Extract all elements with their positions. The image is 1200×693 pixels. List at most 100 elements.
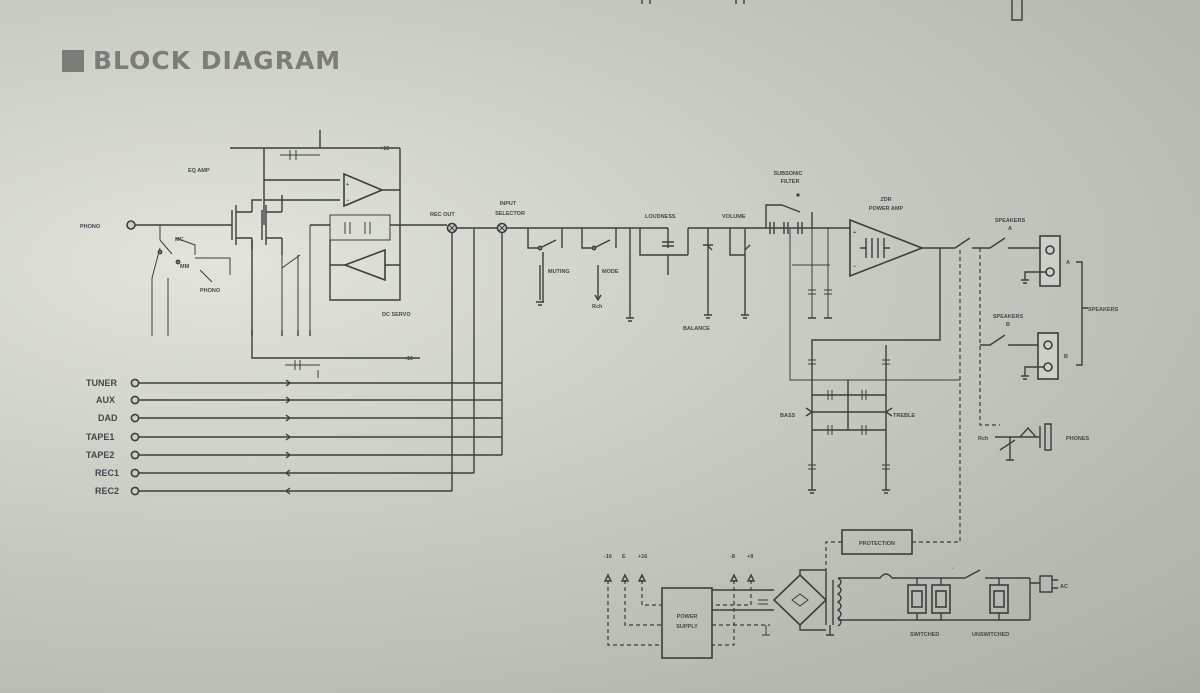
loudness-control: LOUDNESS	[639, 214, 689, 275]
speakers-a-label-1: SPEAKERS	[995, 218, 1026, 224]
power-switch-marker: ·	[952, 566, 954, 572]
switched-outlet-1	[907, 584, 927, 614]
dc-servo-label: DC SERVO	[382, 312, 411, 318]
speakers-a-label-2: A	[1008, 226, 1012, 232]
phono-input-jack	[126, 220, 136, 230]
speakers-b-label-2: B	[1006, 322, 1010, 328]
tuner-jack	[130, 378, 140, 388]
tape1-jack	[130, 432, 140, 442]
eq-amp-triangle	[343, 172, 385, 208]
rail-label-e: E	[622, 554, 626, 560]
protection-label: PROTECTION	[859, 541, 895, 547]
rec2-jack	[130, 486, 140, 496]
unswitched-label: UNSWITCHED	[972, 632, 1009, 638]
svg-text:−: −	[346, 198, 349, 204]
input-tape2: TAPE2	[86, 450, 502, 460]
input-aux: AUX	[96, 395, 502, 405]
switched-label: SWITCHED	[910, 632, 939, 638]
power-transformer	[825, 577, 842, 636]
phones-label: PHONES	[1066, 436, 1090, 442]
rec-out-label: REC OUT	[430, 212, 455, 218]
bridge-rectifier	[772, 573, 828, 627]
mode-label: MODE	[602, 269, 619, 275]
power-supply-box	[661, 587, 713, 659]
page-header: BLOCK DIAGRAM	[62, 46, 341, 75]
tone-control: BASS TREBLE	[780, 345, 915, 494]
svg-text:REC1: REC1	[95, 468, 119, 478]
power-amp-label-1: ZDR	[880, 197, 891, 203]
input-dad: DAD	[98, 413, 502, 423]
ac-plug-icon	[1029, 575, 1058, 620]
input-rec1: REC1	[95, 468, 474, 478]
input-lines: TUNER AUX DAD TAPE1 TAPE2	[86, 229, 503, 496]
svg-text:TUNER: TUNER	[86, 378, 117, 388]
balance-label: BALANCE	[683, 326, 710, 332]
svg-text:+: +	[853, 230, 856, 236]
rail-label-minus16: -16	[604, 554, 612, 560]
svg-text:+: +	[346, 182, 349, 188]
svg-text:TAPE1: TAPE1	[86, 432, 114, 442]
subsonic-filter: SUBSONIC FILTER	[765, 171, 960, 381]
svg-text:TAPE2: TAPE2	[86, 450, 114, 460]
subsonic-label-2: FILTER	[781, 179, 800, 185]
tape2-jack	[130, 450, 140, 460]
speakers-b-label-1: SPEAKERS	[993, 314, 1024, 320]
mode-switch: MODE Rch	[581, 228, 634, 322]
volume-label: VOLUME	[722, 214, 746, 220]
input-rec2: REC2	[95, 486, 452, 496]
outputs-section: SPEAKERS A A SPEAKERS B B SPEAKERS Rch P…	[954, 218, 1119, 461]
muting-label: MUTING	[548, 269, 570, 275]
rail-label-plus16: +16	[638, 554, 647, 560]
rch-label-phones: Rch	[978, 436, 989, 442]
unswitched-outlet	[989, 584, 1009, 614]
top-edge-fragments	[641, 0, 1023, 21]
speaker-b-terminal	[1037, 332, 1059, 380]
treble-label: TREBLE	[893, 413, 915, 419]
speaker-a-terminal	[1039, 235, 1061, 287]
rec1-jack	[130, 468, 140, 478]
power-section: PROTECTION POWER SUPPLY -16 E +16 -8 +8 …	[603, 250, 1068, 659]
phono-switch-label: PHONO	[200, 288, 221, 294]
power-supply-label-1: POWER	[677, 614, 698, 620]
minus-rail-label: -16	[405, 356, 413, 362]
power-amp-triangle	[849, 218, 925, 278]
input-tuner: TUNER	[86, 378, 502, 388]
speaker-b-tag: B	[1064, 354, 1068, 360]
input-selector-label-1: INPUT	[500, 201, 517, 207]
subsonic-label-1: SUBSONIC	[773, 171, 802, 177]
rail-label-plus8: +8	[747, 554, 753, 560]
aux-jack	[130, 395, 140, 405]
power-amp-label-2: POWER AMP	[869, 206, 904, 212]
mc-label: MC	[175, 237, 184, 243]
dad-jack	[130, 413, 140, 423]
phono-input-label: PHONO	[80, 224, 101, 230]
power-supply-label-2: SUPPLY	[676, 624, 698, 630]
input-tape1: TAPE1	[86, 432, 502, 442]
plus-rail-label: +16	[380, 146, 389, 152]
speakers-group-label: SPEAKERS	[1088, 307, 1119, 313]
page-title: BLOCK DIAGRAM	[93, 46, 342, 75]
phono-eq-section: PHONO MC MM PHONO +16 EQ AMP + −	[80, 130, 447, 378]
header-square-icon	[62, 49, 84, 72]
rch-label-mode: Rch	[592, 304, 603, 310]
power-amp: ZDR POWER AMP + −	[811, 197, 955, 490]
svg-text:−: −	[853, 264, 856, 270]
rail-label-minus8: -8	[730, 554, 735, 560]
dc-servo-triangle	[342, 248, 386, 282]
mm-label: MM	[180, 264, 190, 270]
volume-balance-control: BALANCE VOLUME	[683, 214, 850, 332]
switched-outlet-2	[931, 584, 951, 614]
ac-label: AC	[1060, 584, 1068, 590]
loudness-label: LOUDNESS	[645, 214, 676, 220]
bass-label: BASS	[780, 413, 796, 419]
eq-amp-label: EQ AMP	[188, 168, 210, 174]
speaker-a-tag: A	[1066, 260, 1070, 266]
input-selector-label-2: SELECTOR	[495, 211, 525, 217]
muting-switch: MUTING	[527, 228, 570, 306]
svg-text:AUX: AUX	[96, 395, 115, 405]
svg-text:REC2: REC2	[95, 486, 119, 496]
signal-chain: REC OUT INPUT SELECTOR MUTING MODE Rch	[430, 171, 960, 494]
svg-text:DAD: DAD	[98, 413, 118, 423]
